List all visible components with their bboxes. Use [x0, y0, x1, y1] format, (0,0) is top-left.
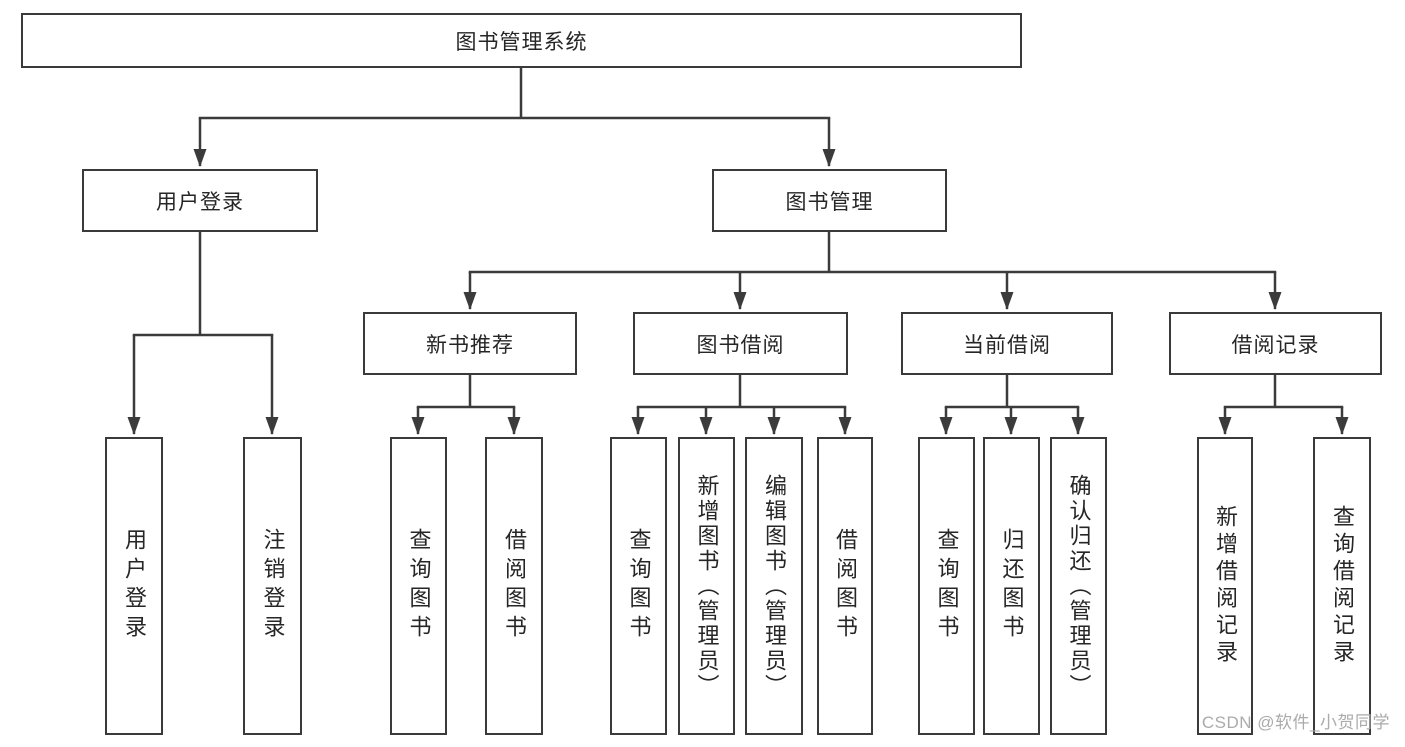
node-book-borrow: 图书借阅 — [633, 312, 848, 375]
leaf-newbook-query-books: 查询图书 — [390, 437, 447, 735]
leaf-borrow-edit-books-admin: 编辑图书（管理员） — [745, 437, 803, 735]
leaf-records-add-record: 新增借阅记录 — [1197, 437, 1253, 735]
leaf-borrow-borrow-books: 借阅图书 — [817, 437, 873, 735]
node-user-login: 用户登录 — [82, 169, 318, 232]
node-new-book-recommend: 新书推荐 — [363, 312, 577, 375]
leaf-borrow-add-books-admin: 新增图书（管理员） — [678, 437, 735, 735]
leaf-current-return-books: 归还图书 — [983, 437, 1040, 735]
node-borrow-records: 借阅记录 — [1169, 312, 1382, 375]
node-book-management: 图书管理 — [712, 169, 947, 232]
leaf-logout-login: 注销登录 — [243, 437, 302, 735]
leaf-user-login: 用户登录 — [105, 437, 163, 735]
leaf-newbook-borrow-books: 借阅图书 — [485, 437, 543, 735]
leaf-borrow-query-books: 查询图书 — [610, 437, 667, 735]
node-current-borrow: 当前借阅 — [901, 312, 1113, 375]
node-root-system: 图书管理系统 — [21, 13, 1022, 68]
connector-rails — [132, 66, 1344, 409]
leaf-current-confirm-return-admin: 确认归还（管理员） — [1050, 437, 1107, 735]
leaf-records-query-record: 查询借阅记录 — [1313, 437, 1371, 735]
watermark-text: CSDN @软件_小贺同学 — [1201, 713, 1390, 732]
leaf-current-query-books: 查询图书 — [918, 437, 975, 735]
